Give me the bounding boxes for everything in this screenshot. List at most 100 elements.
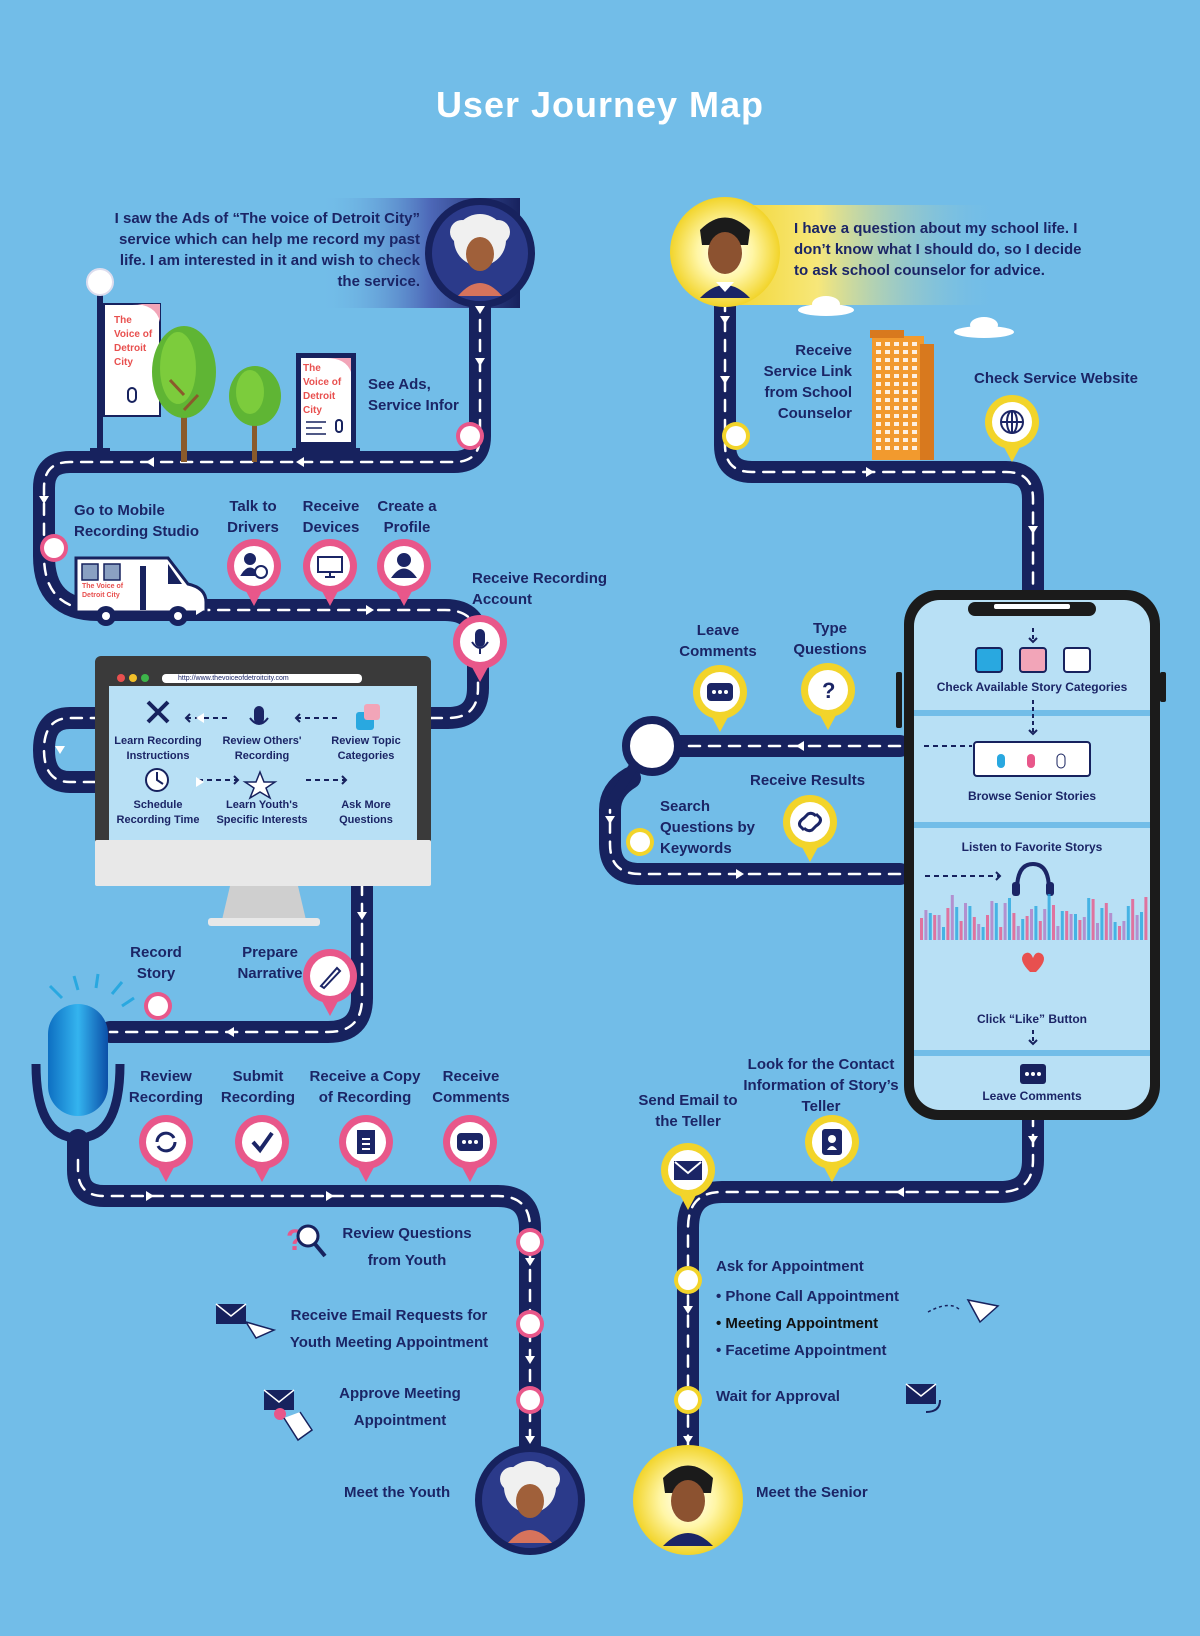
- pin-review-recording: [139, 1115, 193, 1182]
- step-go-studio: Go to Mobile Recording Studio: [74, 502, 199, 540]
- step-type-questions: Type Questions: [793, 620, 867, 658]
- poster-text: The Voice of Detroit City: [303, 363, 342, 416]
- step-meet-senior: Meet the Senior: [756, 1484, 868, 1501]
- road-arrow: [196, 777, 204, 787]
- road-arrow: [196, 605, 204, 615]
- step-check-website: Check Service Website: [974, 370, 1138, 387]
- road-arrow: [146, 1191, 154, 1201]
- road-arrow: [326, 1191, 334, 1201]
- road-arrow: [1028, 1136, 1038, 1144]
- pin-receive-copy: [339, 1115, 393, 1182]
- youth-quote-band: [720, 205, 1000, 305]
- road-arrow: [357, 912, 367, 920]
- appointment-option-facetime: • Facetime Appointment: [716, 1342, 887, 1359]
- youth-avatar-top: [670, 197, 780, 307]
- pin-talk-drivers: [227, 539, 281, 606]
- road-node: [674, 1266, 702, 1294]
- pin-leave-comments: [693, 665, 747, 732]
- phone-check-categories: Check Available Story Categories: [936, 680, 1128, 694]
- magnifier-icon: [607, 716, 682, 805]
- phone-like: Click “Like” Button: [976, 1012, 1087, 1026]
- step-send-email: Send Email to the Teller: [638, 1092, 738, 1130]
- road-node: [516, 1310, 544, 1338]
- big-microphone: [31, 973, 135, 1158]
- road-node: [722, 422, 750, 450]
- cloud-icon: [798, 296, 1014, 338]
- step-submit-recording: Submit Recording: [220, 1068, 296, 1106]
- youth-road: [599, 269, 1044, 1461]
- senior-avatar-bottom: [475, 1445, 585, 1555]
- road-arrow: [146, 457, 154, 467]
- van-icon: [74, 556, 208, 626]
- poster-stand: [292, 353, 360, 456]
- step-create-profile: Create a Profile: [377, 498, 437, 536]
- road-arrow: [475, 358, 485, 366]
- road-node: [626, 828, 654, 856]
- pin-send-email: [661, 1143, 715, 1210]
- pin-receive-account: [453, 615, 507, 682]
- road-arrow: [796, 741, 804, 751]
- pin-receive-results: [783, 795, 837, 862]
- road-node: [674, 1386, 702, 1414]
- road-arrow: [226, 1027, 234, 1037]
- road-arrow: [720, 376, 730, 384]
- monitor-item-schedule: Schedule Recording Time: [116, 799, 200, 826]
- road-arrow: [866, 467, 874, 477]
- step-meet-youth: Meet the Youth: [344, 1484, 451, 1501]
- step-receive-comments: Receive Comments: [432, 1068, 510, 1106]
- pin-type-questions: ?: [801, 663, 855, 730]
- step-leave-comments: Leave Comments: [679, 622, 757, 660]
- step-review-questions: Review Questions from Youth: [342, 1225, 472, 1269]
- road-arrow: [475, 306, 485, 314]
- youth-avatar-bottom: [633, 1445, 743, 1555]
- road-arrow: [1028, 526, 1038, 534]
- step-receive-copy: Receive a Copy of Recording: [309, 1068, 421, 1106]
- step-receive-email: Receive Email Requests for Youth Meeting…: [289, 1307, 489, 1351]
- monitor-item-review-topic: Review Topic Categories: [331, 735, 401, 762]
- monitor-item-review-others: Review Others' Recording: [222, 735, 302, 762]
- phone-leave-comments: Leave Comments: [982, 1089, 1082, 1103]
- phone-browse: Browse Senior Stories: [967, 789, 1097, 803]
- pin-submit-recording: [235, 1115, 289, 1182]
- building: [870, 330, 934, 460]
- pin-receive-devices: [303, 539, 357, 606]
- pin-look-contact: [805, 1115, 859, 1182]
- page-title: User Journey Map: [435, 84, 765, 125]
- phone-listen: Listen to Favorite Storys: [961, 840, 1103, 854]
- van-text: The Voice of Detroit City: [82, 583, 124, 599]
- road-arrow: [366, 605, 374, 615]
- pin-receive-comments: [443, 1115, 497, 1182]
- step-receive-account: Receive Recording Account: [472, 570, 608, 608]
- step-review-recording: Review Recording: [128, 1068, 204, 1106]
- step-record-story: Record Story: [130, 944, 182, 982]
- youth-quote: I have a question about my school life. …: [794, 220, 1082, 279]
- road-arrow: [683, 1436, 693, 1444]
- road-arrow: [296, 457, 304, 467]
- step-ask-appointment: Ask for Appointment: [716, 1258, 864, 1275]
- road-arrow: [39, 496, 49, 504]
- monitor: [95, 656, 431, 926]
- road-arrow: [896, 1187, 904, 1197]
- phone: [896, 590, 1166, 1120]
- question-search-icon: ?: [286, 1224, 327, 1258]
- senior-avatar-top: [425, 198, 535, 308]
- road-arrow: [525, 1258, 535, 1266]
- email-approve-icon: [263, 1389, 314, 1442]
- step-receive-results: Receive Results: [750, 772, 866, 789]
- appointment-option-meeting: • Meeting Appointment: [716, 1315, 879, 1332]
- road-arrow: [683, 1306, 693, 1314]
- road-arrow: [736, 869, 744, 879]
- road-node: [516, 1228, 544, 1256]
- road-arrow: [605, 816, 615, 824]
- road-node: [40, 534, 68, 562]
- road-arrow: [720, 316, 730, 324]
- audio-equalizer: [920, 894, 1148, 940]
- step-prepare-narrative: Prepare Narrative: [237, 944, 303, 982]
- step-wait-approval: Wait for Approval: [716, 1388, 840, 1405]
- pin-check-website: [985, 395, 1039, 462]
- step-see-ads: See Ads, Service Infor: [368, 376, 459, 414]
- road-arrow: [525, 1436, 535, 1444]
- road-arrow: [525, 1356, 535, 1364]
- monitor-item-learn: Learn Recording Instructions: [114, 735, 202, 762]
- monitor-url: http://www.thevoiceofdetroitcity.com: [178, 675, 289, 682]
